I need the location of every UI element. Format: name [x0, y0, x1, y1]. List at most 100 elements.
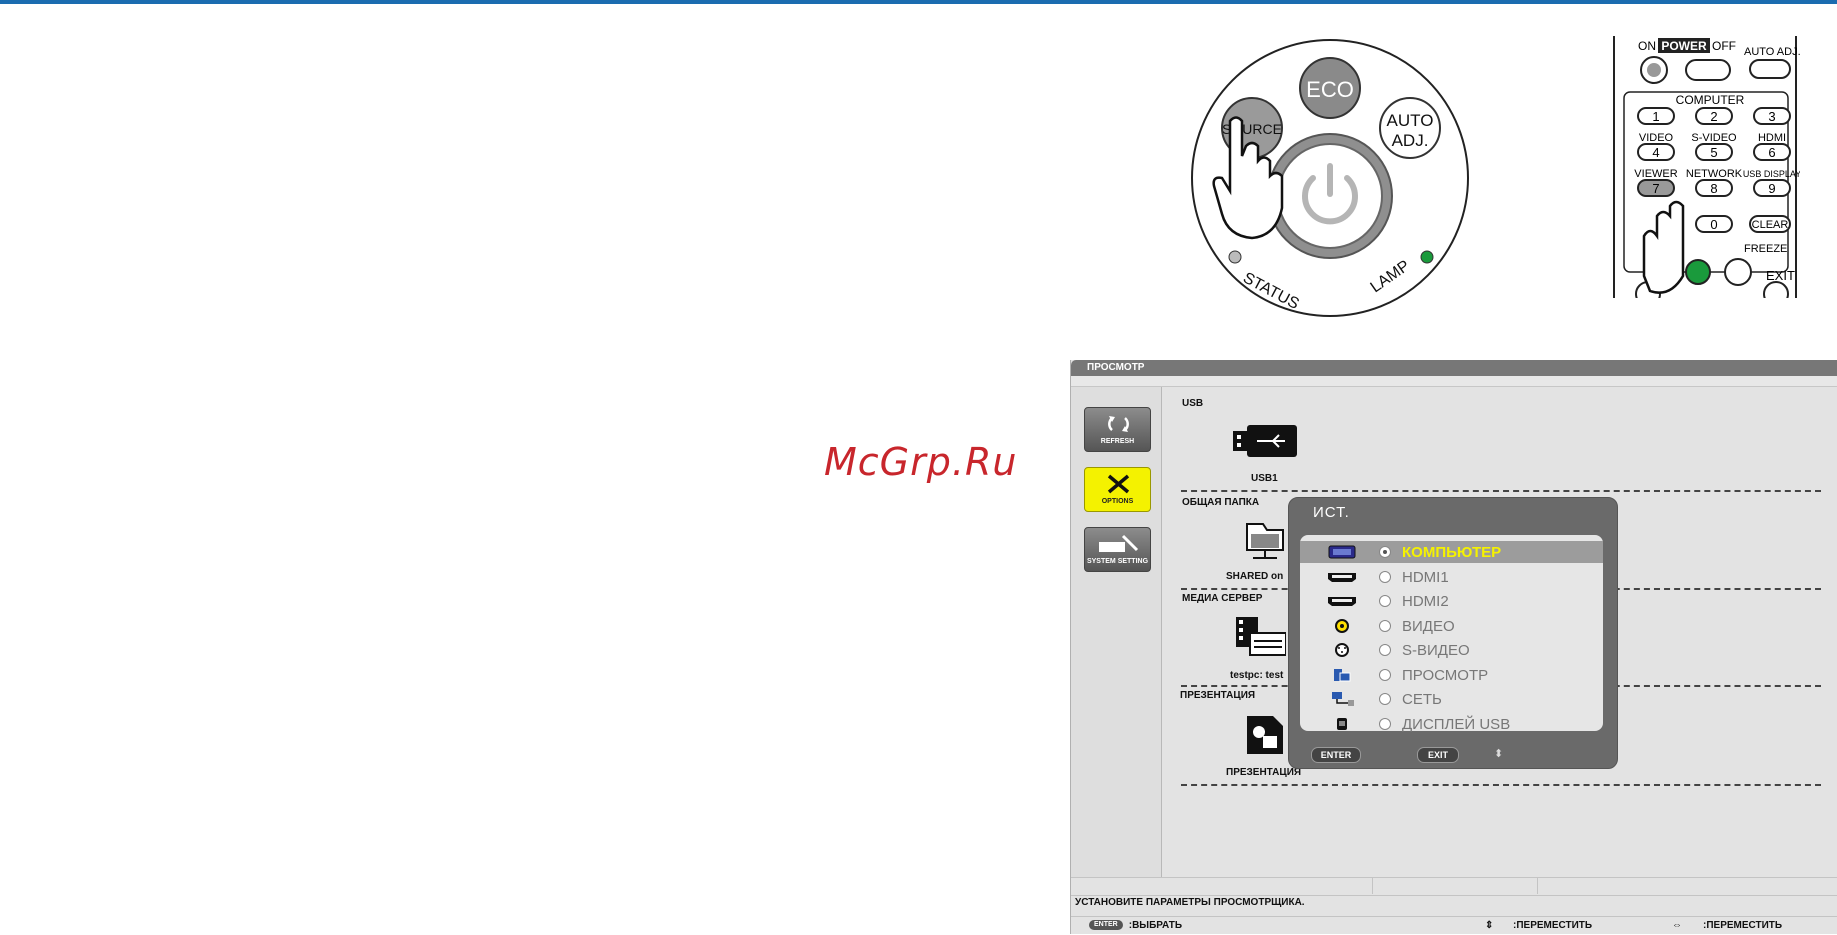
source-item[interactable]: HDMI2 [1300, 590, 1603, 612]
radio-button[interactable] [1379, 546, 1391, 558]
source-item-label: ВИДЕО [1402, 617, 1455, 635]
usb-display-icon [1326, 716, 1358, 732]
remote-key-5: 5 [1710, 145, 1717, 160]
source-item-label: S-ВИДЕО [1402, 642, 1470, 659]
projector-panel-illustration: ECO SOURCE AUTO ADJ. STATUS LAMP [1191, 39, 1469, 317]
remote-key-9: 9 [1768, 181, 1775, 196]
remote-exit-label: EXIT [1766, 268, 1795, 283]
watermark: McGrp.Ru [824, 440, 1018, 484]
pointing-hand-icon [1642, 200, 1685, 294]
rca-video-icon [1326, 618, 1358, 634]
enter-button[interactable]: ENTER [1311, 747, 1361, 763]
remote-key-7: 7 [1652, 181, 1659, 196]
hdmi-port-icon [1326, 593, 1358, 609]
remote-key-8: 8 [1710, 181, 1717, 196]
remote-off-label: OFF [1712, 39, 1736, 53]
updown-arrow-icon: ⇕ [1485, 920, 1494, 931]
source-item[interactable]: ВИДЕО [1300, 615, 1603, 637]
source-item-label: ДИСПЛЕЙ USB [1402, 715, 1511, 733]
tools-icon [1107, 474, 1130, 494]
remote-network-label: NETWORK [1686, 168, 1743, 180]
source-item-label: HDMI1 [1402, 568, 1449, 586]
radio-button[interactable] [1379, 668, 1391, 681]
section-title-media-server: МЕДИА СЕРВЕР [1182, 593, 1263, 604]
source-item[interactable]: СЕТЬ [1300, 688, 1603, 710]
exit-button[interactable]: EXIT [1417, 747, 1459, 763]
divider [1181, 784, 1821, 786]
status-message: УСТАНОВИТЕ ПАРАМЕТРЫ ПРОСМОТРЩИКА. [1071, 895, 1837, 909]
divider [1181, 490, 1821, 492]
auto-adj-line1: AUTO [1387, 111, 1434, 130]
move-hint-label: :ПЕРЕМЕСТИТЬ [1513, 920, 1593, 931]
viewer-icon [1326, 667, 1358, 683]
radio-button[interactable] [1379, 570, 1391, 583]
radio-button[interactable] [1379, 619, 1391, 632]
options-label: OPTIONS [1101, 498, 1134, 505]
remote-freeze-label: FREEZE [1744, 243, 1787, 255]
move-hint-label-2: :ПЕРЕМЕСТИТЬ [1703, 920, 1783, 931]
presentation-icon[interactable] [1245, 716, 1285, 756]
updown-arrow-icon: ⬍ [1494, 748, 1504, 760]
remote-key-6: 6 [1768, 145, 1775, 160]
source-item[interactable]: HDMI1 [1300, 566, 1603, 588]
window-subbar [1071, 376, 1837, 387]
remote-usb-display-label: USB DISPLAY [1743, 169, 1800, 179]
source-item-label: ПРОСМОТР [1402, 666, 1489, 684]
usb-drive-icon[interactable] [1233, 425, 1297, 457]
eco-button-label: ECO [1306, 77, 1354, 102]
refresh-button[interactable]: REFRESH [1084, 407, 1151, 452]
source-item[interactable]: S-ВИДЕО [1300, 639, 1603, 661]
radio-button[interactable] [1379, 644, 1391, 656]
source-item-label: HDMI2 [1402, 593, 1449, 610]
remote-control-illustration: ON POWER OFF AUTO ADJ. COMPUTER 1 2 3 VI… [1613, 36, 1800, 298]
remote-key-1: 1 [1652, 109, 1659, 124]
hint-bar: ENTER:ВЫБРАТЬ ⇕ :ПЕРЕМЕСТИТЬ ⇔ :ПЕРЕМЕСТ… [1071, 916, 1837, 935]
viewer-sidebar: REFRESH OPTIONS SYSTEM SETTING [1071, 387, 1162, 877]
window-title: ПРОСМОТР [1071, 360, 1837, 376]
remote-video-label: VIDEO [1639, 132, 1674, 144]
system-setting-button[interactable]: SYSTEM SETTING [1084, 527, 1151, 572]
remote-key-0: 0 [1710, 217, 1717, 232]
media-server-icon[interactable] [1236, 617, 1286, 657]
shared-folder-icon[interactable] [1243, 520, 1289, 560]
radio-button[interactable] [1379, 693, 1391, 705]
hdmi-port-icon [1326, 569, 1358, 585]
remote-key-3: 3 [1768, 109, 1775, 124]
remote-clear-label: CLEAR [1752, 219, 1789, 231]
popup-title: ИСТ. [1313, 504, 1350, 521]
radio-button[interactable] [1379, 717, 1391, 730]
pointing-hand-icon [1212, 116, 1284, 240]
remote-key-4: 4 [1652, 145, 1659, 160]
refresh-icon [1108, 416, 1129, 432]
options-button[interactable]: OPTIONS [1084, 467, 1151, 512]
source-item[interactable]: ДИСПЛЕЙ USB [1300, 713, 1603, 735]
radio-button[interactable] [1379, 595, 1391, 607]
source-item-label: КОМПЬЮТЕР [1402, 544, 1502, 561]
select-hint-label: :ВЫБРАТЬ [1128, 920, 1183, 931]
section-title-presentation: ПРЕЗЕНТАЦИЯ [1180, 690, 1256, 701]
enter-hint: ENTER:ВЫБРАТЬ [1089, 920, 1182, 931]
remote-svideo-label: S-VIDEO [1691, 132, 1737, 144]
network-icon [1326, 691, 1358, 707]
usb1-label: USB1 [1251, 473, 1278, 484]
media-server-item-label: testpc: test [1230, 670, 1284, 681]
leftright-arrow-icon: ⇔ [1672, 920, 1682, 931]
source-item[interactable]: ПРОСМОТР [1300, 664, 1603, 686]
remote-on-label: ON [1638, 39, 1656, 53]
shared-item-label: SHARED on [1226, 571, 1284, 582]
section-title-shared-folder: ОБЩАЯ ПАПКА [1182, 497, 1260, 508]
remote-power-label: POWER [1661, 39, 1707, 53]
popup-footer: ENTER EXIT ⬍ [1311, 747, 1591, 763]
viewer-window: ПРОСМОТР REFRESH OPTIONS SYSTEM SETTING [1070, 360, 1837, 934]
source-item[interactable]: КОМПЬЮТЕР [1300, 541, 1603, 563]
remote-computer-label: COMPUTER [1676, 93, 1745, 107]
source-item-label: СЕТЬ [1402, 691, 1442, 708]
auto-adj-line2: ADJ. [1392, 131, 1429, 150]
top-accent-bar [0, 0, 1837, 4]
remote-auto-adj-label: AUTO ADJ. [1744, 46, 1800, 58]
remote-key-2: 2 [1710, 109, 1717, 124]
section-title-usb: USB [1182, 398, 1204, 409]
refresh-label: REFRESH [1100, 438, 1135, 445]
